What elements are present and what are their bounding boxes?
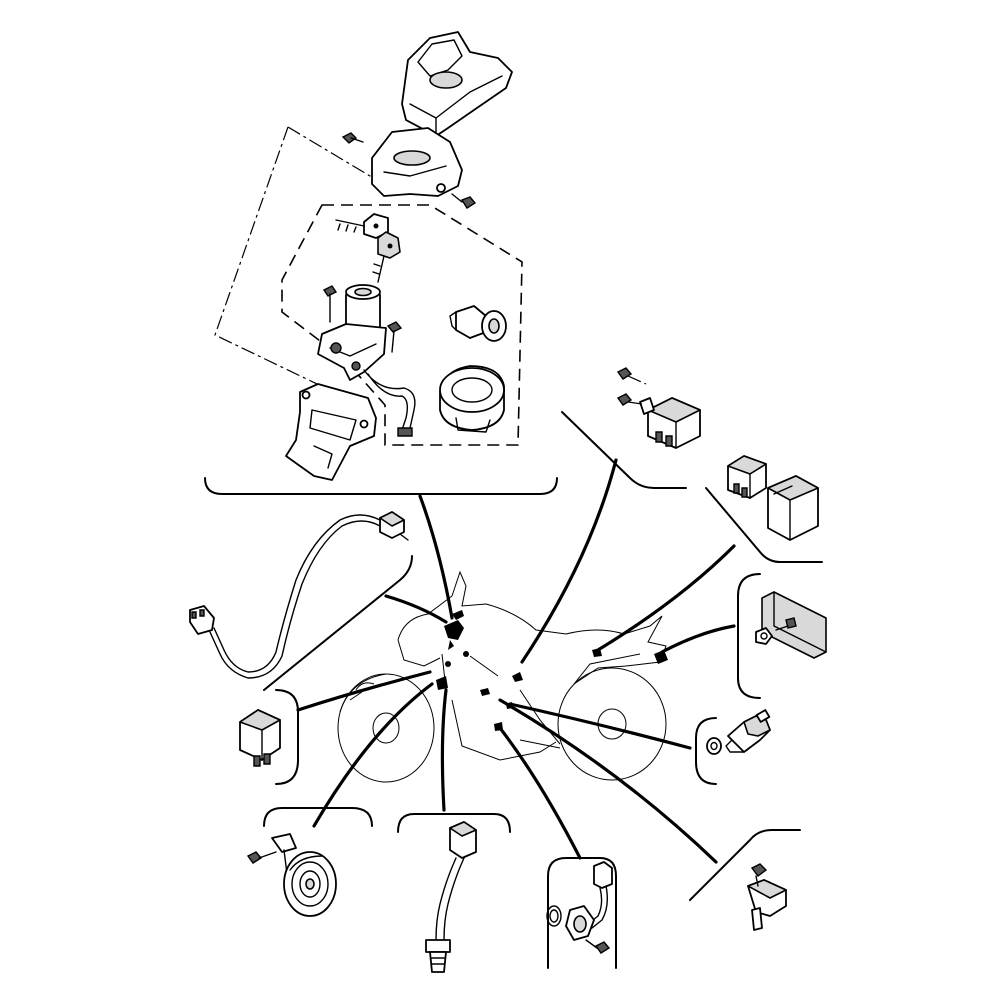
- crank-sensor: [566, 862, 612, 940]
- motorcycle-outline: [338, 572, 668, 782]
- oxygen-sensor-callout: [398, 814, 510, 972]
- component-markers: [436, 610, 668, 731]
- relay-screws: [618, 368, 646, 405]
- callout-bracket-temp-sensor: [696, 718, 716, 784]
- rear-wheel: [558, 668, 666, 780]
- callout-bracket-relay-upper: [562, 412, 686, 488]
- leader-lean-sensor: [500, 700, 716, 862]
- keys: [336, 214, 400, 282]
- horn-callout: [248, 808, 372, 916]
- leader-temp-sensor: [510, 704, 690, 748]
- leader-horn: [314, 684, 432, 826]
- callout-bracket-ignition: [205, 478, 557, 494]
- horn: [272, 834, 336, 916]
- crank-sensor-bolt: [586, 940, 609, 953]
- switch-lead: [364, 370, 415, 430]
- relay-b: [768, 476, 818, 540]
- reflector-nut: [756, 628, 772, 644]
- callout-bracket-relay-left: [276, 690, 298, 784]
- switch-screw-right: [388, 322, 401, 352]
- relay-pair-callout: [706, 456, 822, 562]
- relay-upper-callout: [562, 368, 700, 488]
- crank-sensor-o-ring: [547, 906, 561, 926]
- callout-bracket-crank-sensor: [548, 858, 616, 968]
- relay-a: [728, 456, 766, 498]
- neutral-lead-connector: [190, 606, 214, 634]
- seat-lock: [450, 306, 506, 341]
- lean-sensor-callout: [690, 830, 800, 930]
- relay-left-callout: [240, 690, 298, 784]
- leader-lines: [298, 460, 734, 862]
- callout-bracket-reflector: [738, 574, 760, 698]
- relay-upper: [640, 398, 700, 448]
- callout-bracket-horn: [264, 808, 372, 826]
- temperature-sensor: [726, 710, 770, 752]
- ignition-assembly-callout: [205, 32, 557, 494]
- reflector-bolt: [776, 618, 796, 630]
- main-switch: [318, 285, 386, 380]
- leader-reflector: [662, 626, 734, 652]
- leader-relay-left: [298, 672, 430, 710]
- fuel-tank-cap: [440, 366, 504, 432]
- front-wheel: [338, 674, 434, 782]
- leader-relay-pair: [598, 546, 734, 650]
- cover-screw-right: [452, 194, 475, 208]
- projection-lines: [215, 127, 380, 395]
- neutral-switch: [380, 512, 408, 540]
- reflector-callout: [738, 574, 826, 698]
- callout-bracket-neutral-lead: [264, 556, 412, 690]
- relay-left: [240, 710, 280, 766]
- horn-bolt: [248, 852, 276, 863]
- callout-bracket-lean-sensor: [690, 830, 800, 900]
- leader-neutral-lead: [386, 596, 446, 622]
- cover-screw-left: [343, 133, 363, 143]
- seat-lock-cover: [402, 32, 512, 136]
- body-outline: [398, 572, 666, 760]
- temperature-sensor-callout: [696, 710, 770, 784]
- neutral-lead-callout: [190, 512, 412, 690]
- lean-angle-sensor: [748, 864, 786, 930]
- sensor-washer: [707, 738, 721, 754]
- kit-boundary: [282, 205, 522, 445]
- oxygen-sensor: [426, 822, 476, 972]
- switch-screw-left: [324, 286, 336, 322]
- switch-bracket: [286, 384, 376, 480]
- crank-sensor-callout: [547, 858, 616, 968]
- leader-crank-sensor: [500, 728, 580, 858]
- main-switch-cover: [372, 128, 462, 196]
- neutral-switch-lead-wire: [210, 515, 380, 678]
- callout-bracket-oxygen-sensor: [398, 814, 510, 832]
- leader-ignition: [420, 496, 452, 618]
- leader-relay-upper: [522, 460, 616, 662]
- leader-oxygen-sensor: [442, 690, 446, 810]
- callout-bracket-relay-pair: [706, 488, 822, 562]
